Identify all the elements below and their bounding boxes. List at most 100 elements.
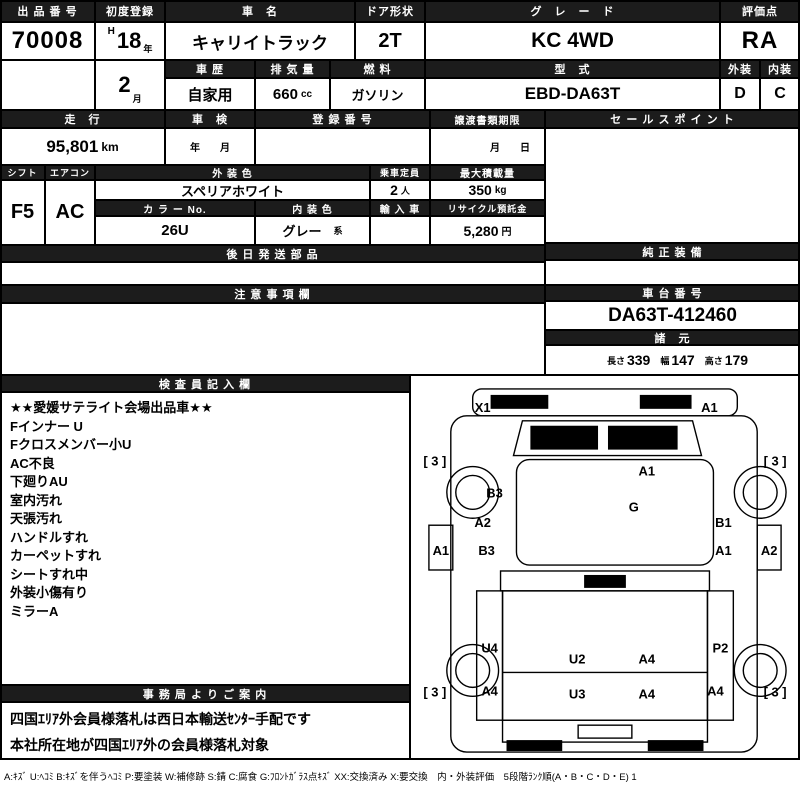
chassis-no-header: 車 台 番 号	[545, 285, 800, 301]
capacity-number: 2	[390, 182, 398, 198]
displacement-number: 660	[272, 85, 298, 103]
front-left-rim	[455, 474, 491, 511]
mileage-header: 走 行	[0, 110, 165, 128]
shift-header: シフト	[0, 165, 45, 180]
int-color-suffix: 系	[333, 226, 343, 236]
shaken-year-suffix: 年	[190, 143, 200, 154]
inspection-header: 検 査 員 記 入 欄	[0, 375, 410, 392]
exhibit-no-value: 70008	[0, 22, 95, 60]
front-bumper-trim-left	[490, 394, 549, 409]
inspection-note-line: 室内汚れ	[10, 492, 63, 508]
transfer-month-suffix: 月	[490, 143, 500, 154]
cowl-trim-left	[530, 425, 599, 450]
windshield	[512, 420, 703, 457]
bed-rail-latch	[584, 574, 626, 588]
interior-header: 内装	[760, 60, 800, 78]
exhibit-no-blank-cell	[0, 60, 95, 110]
mileage-unit: km	[101, 139, 119, 154]
door-value: 2T	[355, 22, 425, 60]
inspection-note-line: ハンドルすれ	[10, 529, 89, 545]
car-name-header: 車 名	[165, 0, 355, 22]
inspection-note-line: シートすれ中	[10, 566, 89, 582]
max-load-unit: kg	[494, 184, 507, 196]
first-reg-month: 2	[118, 72, 131, 97]
era-mark: H	[107, 26, 115, 37]
car-body-outline	[450, 415, 758, 753]
displacement-unit: cc	[300, 88, 313, 100]
width-label: 幅	[660, 355, 670, 366]
year-suffix: 年	[143, 44, 153, 54]
shaken-value: 年月	[165, 128, 255, 165]
door-header: ドア形状	[355, 0, 425, 22]
reg-no-header: 登 録 番 号	[255, 110, 430, 128]
fuel-header: 燃 料	[330, 60, 425, 78]
front-left-tire	[446, 465, 500, 519]
genuine-equip-header: 純 正 装 備	[545, 243, 800, 260]
office-notes: 四国ｴﾘｱ外会員様落札は西日本輸送ｾﾝﾀｰ手配です本社所在地が四国ｴﾘｱ外の会員…	[0, 702, 410, 760]
model-code-header: 型 式	[425, 60, 720, 78]
right-side-panel	[756, 524, 782, 571]
inspection-note-line: 下廻りAU	[10, 474, 68, 489]
rear-right-rim	[742, 652, 778, 689]
int-color-header: 内 装 色	[255, 200, 370, 216]
ext-color-header: 外 装 色	[95, 165, 370, 180]
diagram-label-X1: X1	[475, 400, 491, 415]
history-header: 車 歴	[165, 60, 255, 78]
dimensions-header: 諸 元	[545, 330, 800, 345]
diagram-label-3: [ 3 ]	[423, 684, 446, 699]
diagram-label-A1: A1	[433, 543, 450, 558]
int-color-value: グレー 系	[255, 216, 370, 245]
diagram-label-B3: B3	[478, 543, 495, 558]
mileage-number: 95,801	[46, 136, 99, 156]
model-code-value: EBD-DA63T	[425, 78, 720, 110]
grade-header: グ レ ー ド	[425, 0, 720, 22]
exterior-header: 外装	[720, 60, 760, 78]
notice-box	[0, 303, 545, 375]
import-value	[370, 216, 430, 245]
cowl-trim-right	[607, 425, 678, 450]
width-value: 147	[671, 352, 695, 368]
import-header: 輸 入 車	[370, 200, 430, 216]
color-no-header: カ ラ ー No.	[95, 200, 255, 216]
diagram-label-U4: U4	[481, 641, 498, 656]
recycle-number: 5,280	[463, 222, 499, 239]
inspection-note-line: 外装小傷有り	[10, 585, 89, 600]
sales-point-box	[545, 128, 800, 243]
max-load-header: 最大積載量	[430, 165, 545, 180]
diagram-label-B3: B3	[486, 485, 503, 500]
rear-left-tire	[446, 643, 500, 698]
bed-floor	[501, 590, 709, 721]
displacement-header: 排 気 量	[255, 60, 330, 78]
diagram-label-A2: A2	[474, 515, 491, 530]
rear-left-rim	[455, 652, 491, 689]
diagram-label-G: G	[629, 499, 639, 514]
inspection-note-line: ミラーA	[10, 603, 59, 619]
chassis-no-value: DA63T-412460	[545, 301, 800, 330]
diagram-label-A4: A4	[707, 683, 724, 698]
rear-bumper-left	[506, 740, 563, 752]
first-reg-year: 18	[116, 28, 142, 53]
office-header: 事 務 局 よ り ご 案 内	[0, 685, 410, 702]
interior-grade-value: C	[760, 78, 800, 110]
score-header: 評価点	[720, 0, 800, 22]
inspection-note-line: Fクロスメンバー小U	[10, 437, 132, 452]
diagram-label-A1: A1	[639, 463, 656, 478]
tailgate-handle	[577, 724, 633, 739]
height-label: 高さ	[704, 355, 723, 366]
recycle-header: リサイクル預託金	[430, 200, 545, 216]
length-value: 339	[626, 352, 651, 368]
diagram-label-A4: A4	[639, 686, 656, 701]
shaken-header: 車 検	[165, 110, 255, 128]
diagram-label-U2: U2	[569, 651, 586, 666]
inspection-note-line: AC不良	[10, 455, 55, 471]
score-value: RA	[720, 22, 800, 60]
transfer-day-suffix: 日	[520, 143, 530, 154]
int-color-name: グレー	[282, 224, 322, 239]
